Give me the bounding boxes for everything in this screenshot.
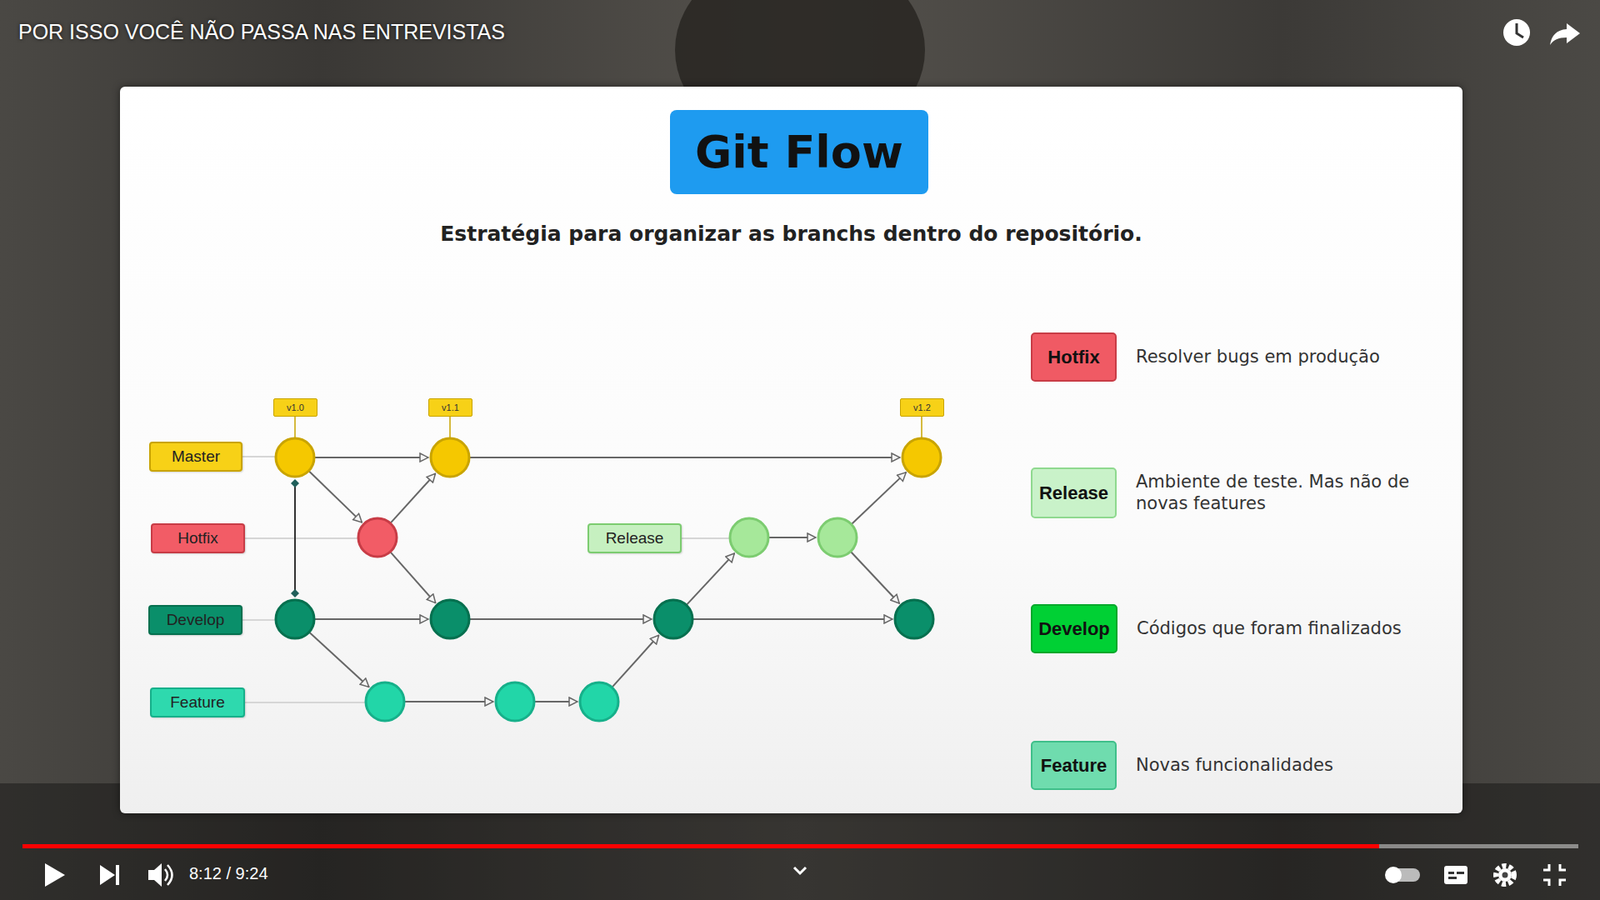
legend-box: Hotfix <box>1030 332 1117 382</box>
commit-arrow <box>686 553 735 605</box>
branch-line <box>245 537 359 540</box>
commit-circle <box>730 518 769 557</box>
commit-arrow <box>612 635 660 687</box>
branch-line <box>242 619 276 621</box>
branch-name: Master <box>171 447 220 466</box>
commit-arrow <box>535 700 578 703</box>
commit-circle <box>654 600 693 639</box>
subtitles-line <box>1448 876 1457 880</box>
branch-line <box>681 537 730 540</box>
version-tag: v1.0 <box>273 398 318 417</box>
legend-box: Release <box>1030 467 1117 519</box>
commit-circle <box>902 438 941 477</box>
commit-arrow <box>310 632 370 687</box>
commit-arrow <box>390 552 436 604</box>
share-icon <box>1550 23 1580 45</box>
tag-line <box>920 416 923 439</box>
legend-name: Feature <box>1040 755 1107 777</box>
legend-box: Feature <box>1030 740 1117 790</box>
subtitles-line <box>1456 871 1465 875</box>
sync-line <box>294 483 296 594</box>
exit-fullscreen-icon <box>1543 864 1566 886</box>
tag-line <box>449 416 451 439</box>
commit-arrow <box>470 618 652 620</box>
branch-name: Hotfix <box>177 529 219 548</box>
commit-arrow <box>851 472 906 525</box>
commit-circle <box>495 682 535 721</box>
legend-item: Hotfix Resolver bugs em produção <box>1030 332 1420 382</box>
legend-description: Ambiente de teste. Mas não de novas feat… <box>1135 471 1420 514</box>
title: Git Flow <box>695 125 904 179</box>
version-tag: v1.1 <box>428 398 473 417</box>
subtitle: Estratégia para organizar as branchs den… <box>120 221 1463 246</box>
volume-icon <box>148 863 162 887</box>
clock-face <box>1503 19 1530 46</box>
version-text: v1.1 <box>441 402 460 413</box>
legend-name: Release <box>1039 482 1109 505</box>
branch-label: Develop <box>148 605 243 635</box>
legend-item: Release Ambiente de teste. Mas não de nov… <box>1030 467 1420 519</box>
version-text: v1.2 <box>913 402 931 413</box>
subtitles-line <box>1448 871 1455 875</box>
settings-icon <box>1495 865 1515 885</box>
commit-arrow <box>470 456 900 459</box>
play-icon <box>45 863 65 887</box>
settings-hole <box>1502 872 1509 879</box>
branch-lines <box>242 416 922 703</box>
commit-arrow <box>693 618 893 620</box>
legend-description: Novas funcionalidades <box>1135 755 1420 776</box>
commit-arrow <box>315 618 429 620</box>
branch-label: Master <box>149 441 243 472</box>
progress-track <box>22 844 1579 849</box>
version-text: v1.0 <box>286 402 305 413</box>
legend-item: Feature Novas funcionalidades <box>1030 740 1420 790</box>
slide <box>120 86 1463 814</box>
volume-waves <box>165 865 173 885</box>
commit-arrow <box>390 473 435 523</box>
next-icon <box>100 865 120 885</box>
commit-circle <box>275 438 315 477</box>
video-time: 8:12 / 9:24 <box>189 864 269 884</box>
clock-hands <box>1516 23 1524 38</box>
commit-circle <box>275 600 315 639</box>
commits <box>275 438 941 721</box>
version-tag: v1.2 <box>900 398 945 417</box>
legend-name: Hotfix <box>1047 346 1100 369</box>
branch-label: Hotfix <box>150 523 245 554</box>
commit-circle <box>358 518 397 557</box>
branch-label: Feature <box>150 687 245 718</box>
legend-name: Develop <box>1038 618 1110 640</box>
commit-circle <box>818 518 857 557</box>
commit-circle <box>895 600 934 639</box>
branch-line <box>245 701 366 704</box>
subtitles-icon <box>1444 865 1468 885</box>
tag-line <box>294 416 296 439</box>
settings-hub <box>1498 868 1512 882</box>
commit-arrow <box>405 700 494 703</box>
commit-circle <box>580 682 619 721</box>
clock-icon <box>1503 19 1530 46</box>
branch-line <box>242 455 276 458</box>
commit-circle <box>430 438 470 477</box>
video-title: POR ISSO VOCÊ NÃO PASSA NAS ENTREVISTAS <box>18 20 505 45</box>
chevron-icon <box>794 867 806 874</box>
commit-arrow <box>309 471 362 523</box>
branch-name: Release <box>605 529 665 548</box>
branch-name: Develop <box>166 610 225 630</box>
commit-circle <box>365 682 405 721</box>
commit-arrow <box>850 552 900 605</box>
commit-arrows <box>309 457 906 702</box>
progress-played <box>22 844 1380 849</box>
toggle-knob <box>1385 866 1402 884</box>
commit-arrow <box>769 536 816 539</box>
title-box: Git Flow <box>670 110 929 195</box>
legend-description: Códigos que foram finalizados <box>1136 618 1420 640</box>
legend-item: Develop Códigos que foram finalizados <box>1030 604 1420 654</box>
branch-label: Release <box>587 523 682 554</box>
commit-arrow <box>315 456 429 459</box>
commit-circle <box>430 600 470 639</box>
legend-description: Resolver bugs em produção <box>1135 346 1420 368</box>
branch-name: Feature <box>170 693 225 712</box>
legend-box: Develop <box>1030 604 1118 654</box>
